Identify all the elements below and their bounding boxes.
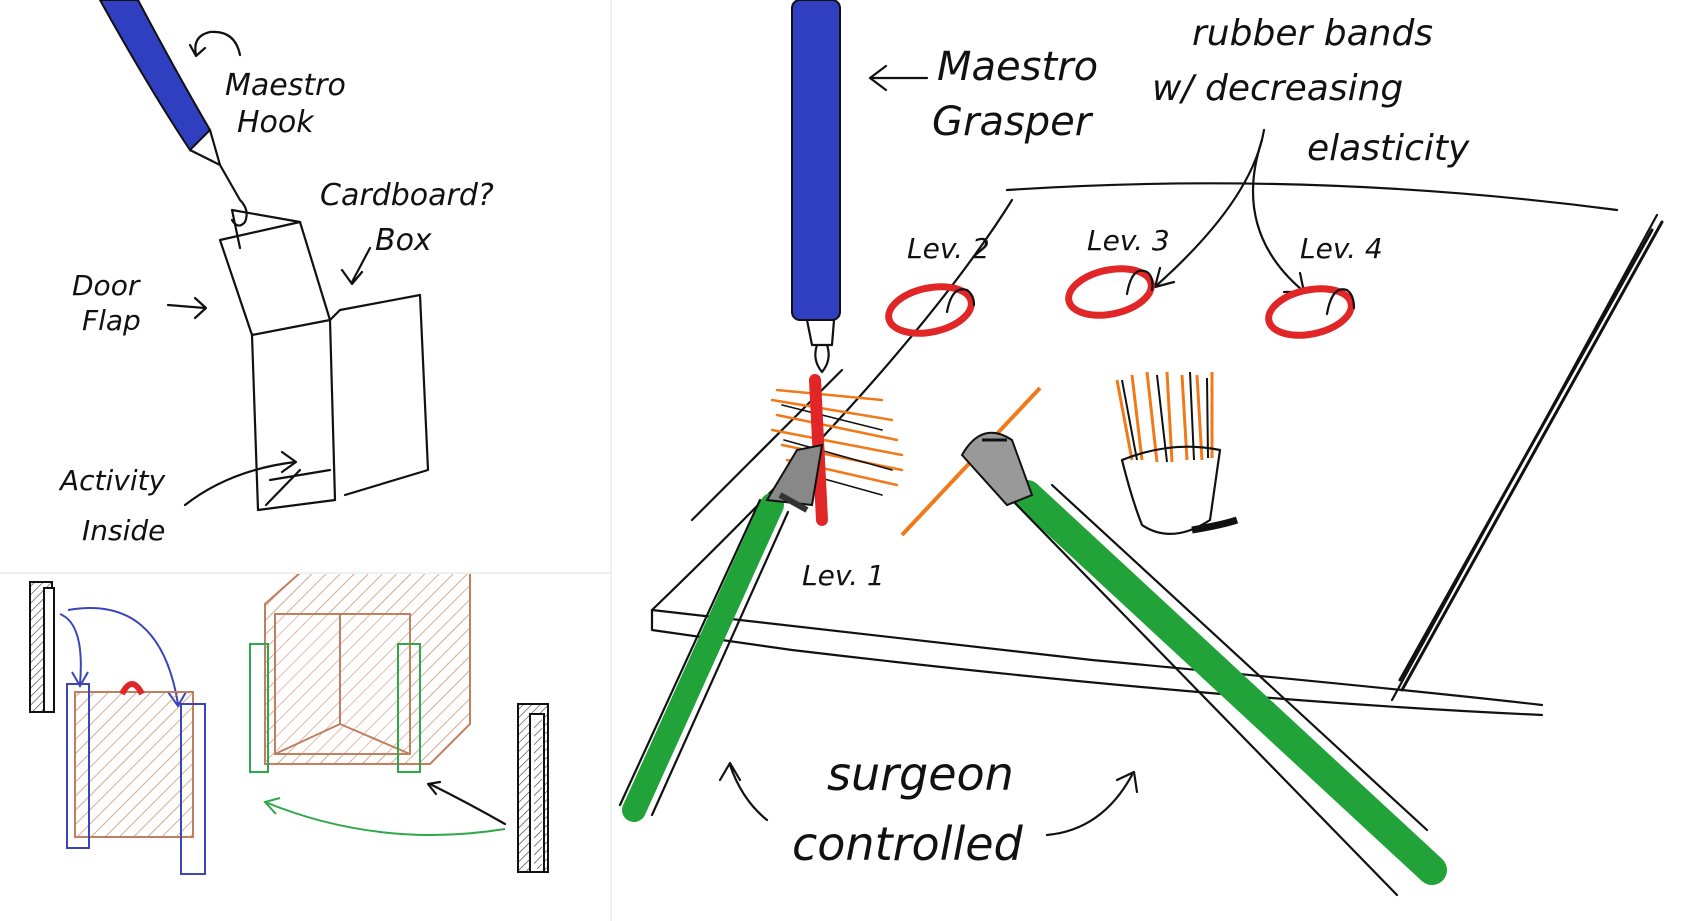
activity-label-line-2: Inside xyxy=(82,514,165,547)
frames-sketch xyxy=(0,574,610,921)
rubber-band-level-2 xyxy=(884,280,975,341)
panel-level-board: Maestro Grasper rubber bands w/ decreasi… xyxy=(612,0,1703,921)
hook-box-sketch: Maestro Hook Cardboard? Box Door Flap Ac… xyxy=(0,0,610,572)
level-label-4: Lev. 4 xyxy=(1300,232,1383,265)
hook-label-line-1: Maestro xyxy=(225,68,346,103)
right-post xyxy=(518,704,548,872)
bands-arrow-right xyxy=(1253,140,1304,292)
blue-arrow-left xyxy=(60,614,88,686)
panel-hook-box-sketch: Maestro Hook Cardboard? Box Door Flap Ac… xyxy=(0,0,610,572)
bands-label-line-1: rubber bands xyxy=(1192,13,1433,54)
maestro-hook-arm xyxy=(100,0,210,150)
surgeon-label-line-2: controlled xyxy=(792,817,1024,871)
activity-label-line-1: Activity xyxy=(58,464,166,497)
rubber-band-level-3 xyxy=(1064,262,1155,323)
level-board-sketch: Maestro Grasper rubber bands w/ decreasi… xyxy=(612,0,1703,921)
box-label-line-2: Box xyxy=(375,223,432,258)
grasper-label-line-1: Maestro xyxy=(937,44,1098,90)
post-arrow xyxy=(428,782,505,824)
bristle-cup xyxy=(1117,372,1237,534)
hook-label-line-2: Hook xyxy=(237,105,315,140)
box-label-line-1: Cardboard? xyxy=(320,178,494,213)
hook-label-arrow xyxy=(190,32,240,56)
level-label-1: Lev. 1 xyxy=(802,559,885,592)
wooden-box xyxy=(250,574,470,772)
maestro-grasper xyxy=(792,0,840,372)
rubber-band-level-4 xyxy=(1264,282,1355,343)
flap-label-line-1: Door xyxy=(72,269,141,302)
grasper-label-arrow xyxy=(870,66,927,90)
surgeon-label-line-1: surgeon xyxy=(827,747,1014,801)
surgeon-arrow-right xyxy=(1047,772,1137,835)
bands-label-line-2: w/ decreasing xyxy=(1152,68,1403,109)
flap-label-arrow xyxy=(168,298,206,318)
level-label-3: Lev. 3 xyxy=(1087,224,1170,257)
left-surgeon-tool xyxy=(620,445,822,815)
panel-frames-sketch xyxy=(0,574,610,921)
bands-label-line-3: elasticity xyxy=(1307,128,1470,169)
flap-label-line-2: Flap xyxy=(82,304,141,337)
left-post xyxy=(30,582,54,712)
level-label-2: Lev. 2 xyxy=(907,232,990,265)
bands-arrow-left xyxy=(1155,130,1264,287)
grasper-label-line-2: Grasper xyxy=(932,99,1094,145)
right-surgeon-tool xyxy=(962,433,1432,895)
box-label-arrow xyxy=(342,248,370,284)
surgeon-arrow-left xyxy=(720,763,767,820)
door-panel xyxy=(67,684,205,874)
